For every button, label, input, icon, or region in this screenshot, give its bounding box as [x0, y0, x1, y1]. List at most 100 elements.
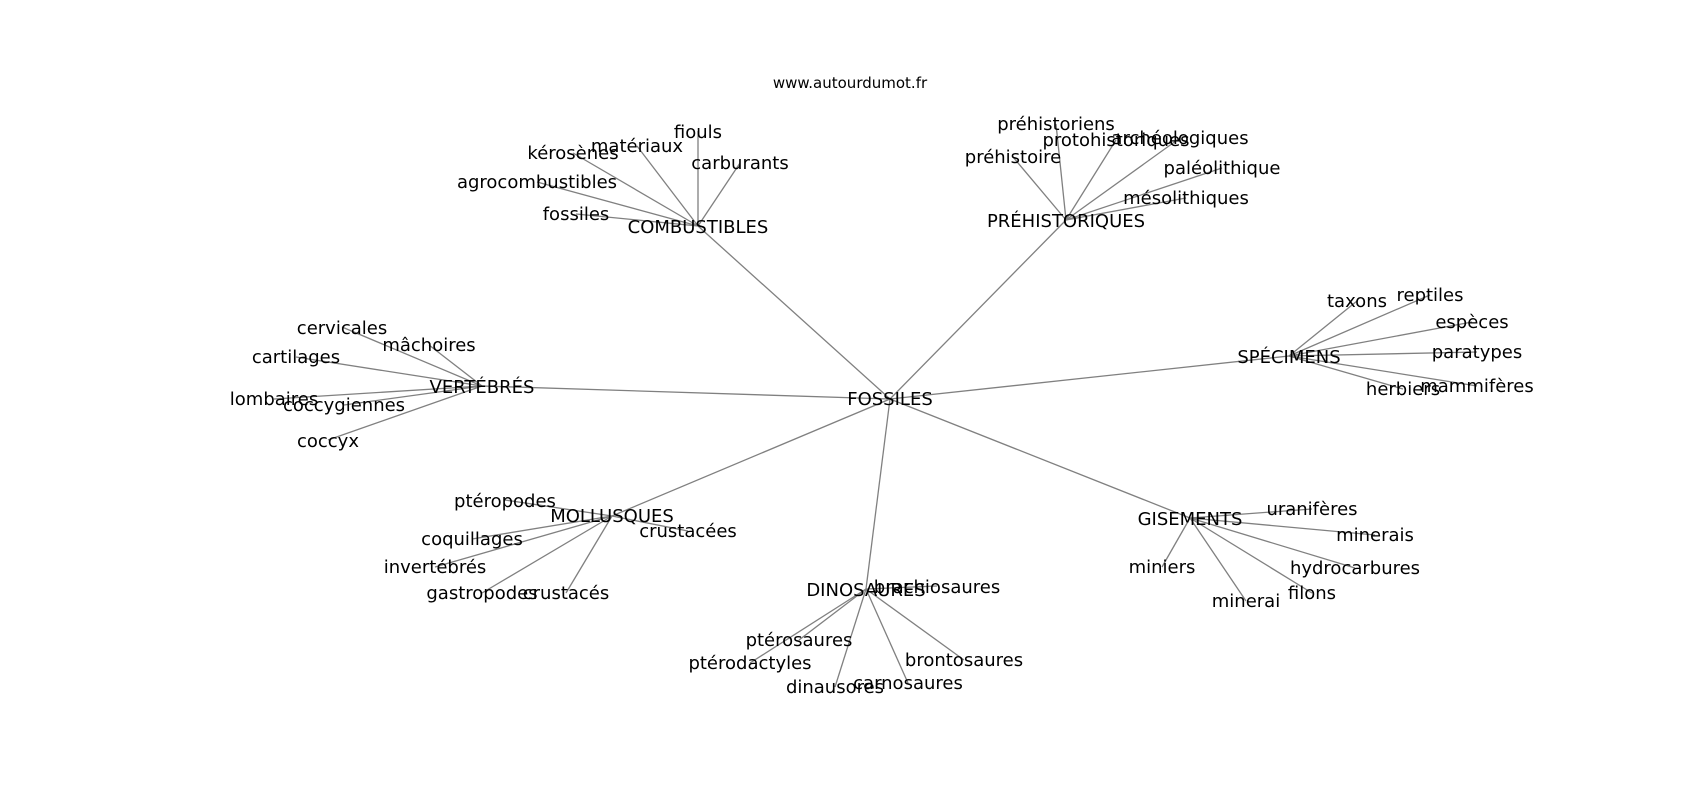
word-node-cartilages[interactable]: cartilages — [252, 347, 340, 368]
word-node-carnosaures[interactable]: carnosaures — [853, 673, 963, 694]
word-node-taxons[interactable]: taxons — [1327, 291, 1387, 312]
word-node-mammiferes[interactable]: mammifères — [1420, 376, 1534, 397]
edge-specimens-paratypes — [1288, 351, 1478, 357]
word-node-crustaces[interactable]: crustacés — [523, 583, 610, 604]
edge-gisements-hydrocarbures — [1189, 517, 1356, 569]
word-node-mesolithiques[interactable]: mésolithiques — [1123, 188, 1249, 209]
word-node-coccyx[interactable]: coccyx — [297, 431, 359, 452]
edge-prehistoriques-protohistoriques — [1065, 139, 1117, 221]
word-node-brachiosaures[interactable]: brachiosaures — [874, 577, 1000, 598]
word-node-prehistoire[interactable]: préhistoire — [965, 147, 1061, 168]
word-node-materiaux[interactable]: matériaux — [591, 136, 684, 157]
word-node-brontosaures[interactable]: brontosaures — [905, 650, 1023, 671]
edge-specimens-especes — [1288, 321, 1473, 357]
word-node-paleolithique[interactable]: paléolithique — [1164, 158, 1281, 179]
edge-mollusques-coquillages — [471, 515, 613, 540]
word-node-dinausores[interactable]: dinausores — [786, 677, 884, 698]
edge-prehistoriques-paleolithique — [1065, 167, 1223, 221]
edge-root-vertebres — [481, 385, 891, 400]
word-node-pterodactyles[interactable]: ptérodactyles — [688, 653, 811, 674]
edge-dinosaures-pterodactyles — [749, 588, 867, 664]
edge-dinosaures-carnosaures — [865, 588, 909, 684]
edge-prehistoriques-prehistoriens — [1055, 123, 1067, 221]
edge-prehistoriques-archeologiques — [1065, 137, 1181, 221]
edge-combustibles-materiaux — [636, 145, 699, 227]
word-node-especes[interactable]: espèces — [1435, 312, 1508, 333]
root-node[interactable]: FOSSILES — [847, 389, 933, 410]
word-node-filons[interactable]: filons — [1288, 583, 1336, 604]
edge-root-gisements — [889, 398, 1191, 519]
edge-root-specimens — [889, 355, 1290, 400]
edge-mollusques-crustaces — [565, 515, 613, 594]
edge-dinosaures-brachiosaures — [865, 585, 938, 590]
edge-vertebres-coccygiennes — [343, 385, 483, 406]
edge-mollusques-invertebres — [434, 515, 613, 568]
edge-dinosaures-brontosaures — [865, 588, 965, 661]
edge-mollusques-gastropodes — [481, 515, 613, 594]
word-node-minerai[interactable]: minerai — [1212, 591, 1280, 612]
word-node-coquillages[interactable]: coquillages — [421, 529, 523, 550]
edge-prehistoriques-prehistoire — [1012, 156, 1067, 221]
edge-gisements-minerais — [1189, 517, 1376, 536]
word-node-miniers[interactable]: miniers — [1129, 557, 1196, 578]
edge-gisements-miniers — [1161, 517, 1191, 568]
edge-gisements-minerai — [1189, 517, 1247, 602]
word-node-pterosaures[interactable]: ptérosaures — [746, 630, 853, 651]
edge-combustibles-carburants — [697, 162, 741, 227]
category-node-prehistoriques[interactable]: PRÉHISTORIQUES — [987, 210, 1145, 232]
edge-vertebres-cartilages — [295, 356, 483, 387]
edge-root-dinosaures — [865, 398, 891, 590]
word-node-lombaires[interactable]: lombaires — [230, 389, 318, 410]
word-node-protohistoriques[interactable]: protohistoriques — [1042, 130, 1189, 151]
edge-specimens-herbiers — [1288, 355, 1404, 390]
word-node-coccygiennes[interactable]: coccygiennes — [283, 395, 405, 416]
edge-mollusques-pteropodes — [504, 499, 613, 517]
category-node-specimens[interactable]: SPÉCIMENS — [1237, 346, 1340, 368]
word-node-carburants[interactable]: carburants — [691, 153, 788, 174]
word-node-crustacees[interactable]: crustacées — [639, 521, 737, 542]
word-node-fiouls[interactable]: fiouls — [674, 122, 722, 143]
category-node-mollusques[interactable]: MOLLUSQUES — [550, 506, 674, 527]
word-node-invertebres[interactable]: invertébrés — [384, 557, 487, 578]
word-node-kerosenes[interactable]: kérosènes — [527, 143, 618, 164]
word-node-pteropodes[interactable]: ptéropodes — [454, 491, 556, 512]
word-node-fossiles[interactable]: fossiles — [543, 204, 610, 225]
edge-vertebres-lombaires — [273, 385, 483, 400]
word-node-uraniferes[interactable]: uranifères — [1266, 499, 1357, 520]
word-node-gastropodes[interactable]: gastropodes — [426, 583, 537, 604]
edge-combustibles-agrocombustibles — [536, 181, 699, 227]
edge-combustibles-fossiles — [575, 213, 699, 227]
word-node-machoires[interactable]: mâchoires — [382, 335, 475, 356]
word-node-prehistoriens[interactable]: préhistoriens — [997, 114, 1115, 135]
word-node-reptiles[interactable]: reptiles — [1396, 285, 1463, 306]
edge-vertebres-cervicales — [341, 326, 483, 387]
edge-vertebres-coccyx — [327, 385, 483, 441]
edge-vertebres-machoires — [428, 344, 483, 387]
category-node-vertebres[interactable]: VERTÉBRÉS — [430, 376, 535, 398]
labels-layer: www.autourdumot.fr FOSSILES fioulsmatéri… — [230, 74, 1534, 698]
edge-root-prehistoriques — [889, 219, 1067, 400]
edge-mollusques-crustacees — [611, 515, 689, 532]
word-node-herbiers[interactable]: herbiers — [1366, 379, 1440, 400]
category-node-gisements[interactable]: GISEMENTS — [1138, 509, 1243, 530]
edges-layer — [273, 123, 1478, 688]
category-node-combustibles[interactable]: COMBUSTIBLES — [628, 217, 769, 238]
source-url: www.autourdumot.fr — [773, 74, 928, 92]
edge-specimens-mammiferes — [1288, 355, 1478, 387]
edge-dinosaures-pterosaures — [798, 588, 867, 641]
category-node-dinosaures[interactable]: DINOSAURES — [806, 580, 925, 601]
edge-combustibles-kerosenes — [572, 152, 699, 227]
edge-dinosaures-dinausores — [834, 588, 867, 688]
word-node-archeologiques[interactable]: archéologiques — [1111, 128, 1248, 149]
edge-gisements-uraniferes — [1189, 508, 1313, 519]
word-node-minerais[interactable]: minerais — [1336, 525, 1414, 546]
word-node-paratypes[interactable]: paratypes — [1432, 342, 1522, 363]
edge-prehistoriques-mesolithiques — [1065, 197, 1187, 221]
edge-root-combustibles — [697, 225, 891, 400]
edge-specimens-reptiles — [1288, 294, 1431, 357]
word-node-hydrocarbures[interactable]: hydrocarbures — [1290, 558, 1420, 579]
edge-root-mollusques — [611, 398, 891, 517]
word-node-cervicales[interactable]: cervicales — [297, 318, 387, 339]
word-node-agrocombustibles[interactable]: agrocombustibles — [457, 172, 617, 193]
